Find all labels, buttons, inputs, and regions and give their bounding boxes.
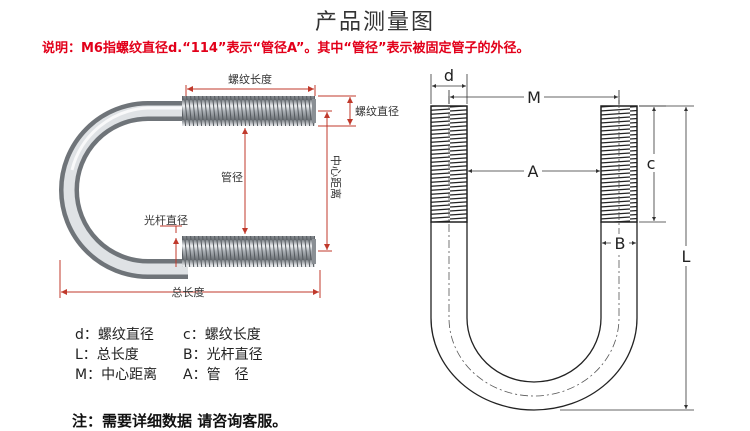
dim-B: B bbox=[615, 234, 626, 253]
legend-item-A: A：管 径 bbox=[183, 367, 249, 383]
photo-dimension-labels: 螺纹长度 螺纹直径 管径 中心距离 光杆直径 总长度 bbox=[144, 72, 399, 299]
dim-A: A bbox=[528, 162, 539, 181]
legend: d：螺纹直径 c：螺纹长度 L：总长度 B：光杆直径 M：中心距离 A：管 径 bbox=[75, 325, 263, 385]
label-thread-diameter: 螺纹直径 bbox=[355, 104, 399, 118]
drawing-dimensions bbox=[430, 74, 694, 411]
dim-d: d bbox=[444, 66, 454, 85]
legend-item-d: d：螺纹直径 bbox=[75, 327, 154, 343]
photo-dimensions bbox=[59, 85, 356, 298]
dim-L: L bbox=[682, 247, 691, 266]
legend-item-c: c：螺纹长度 bbox=[183, 327, 261, 343]
legend-item-B: B：光杆直径 bbox=[183, 347, 263, 363]
label-shank-diameter: 光杆直径 bbox=[144, 213, 188, 227]
u-bolt-photo bbox=[59, 96, 316, 279]
footer-note: 注：需要详细数据 请咨询客服。 bbox=[72, 412, 288, 430]
lower-thread bbox=[182, 236, 315, 267]
legend-row: L：总长度 B：光杆直径 bbox=[75, 345, 263, 365]
label-total-length: 总长度 bbox=[172, 285, 205, 299]
legend-row: d：螺纹直径 c：螺纹长度 bbox=[75, 325, 263, 345]
dim-M: M bbox=[527, 88, 541, 107]
note-text: 说明：M6指螺纹直径d.“114”表示“管径A”。其中“管径”表示被固定管子的外… bbox=[42, 41, 530, 56]
legend-row: M：中心距离 A：管 径 bbox=[75, 365, 263, 385]
label-thread-length: 螺纹长度 bbox=[228, 72, 272, 86]
drawing-dimension-labels: d M A c B L bbox=[444, 66, 696, 266]
u-bolt-drawing bbox=[430, 90, 638, 411]
dim-c: c bbox=[647, 154, 656, 173]
label-pipe-diameter: 管径 bbox=[221, 170, 243, 184]
label-center-distance: 中心距离 bbox=[329, 155, 343, 199]
page-title: 产品测量图 bbox=[314, 10, 435, 35]
upper-thread bbox=[182, 96, 315, 126]
legend-item-M: M：中心距离 bbox=[75, 367, 158, 383]
legend-item-L: L：总长度 bbox=[75, 347, 139, 363]
